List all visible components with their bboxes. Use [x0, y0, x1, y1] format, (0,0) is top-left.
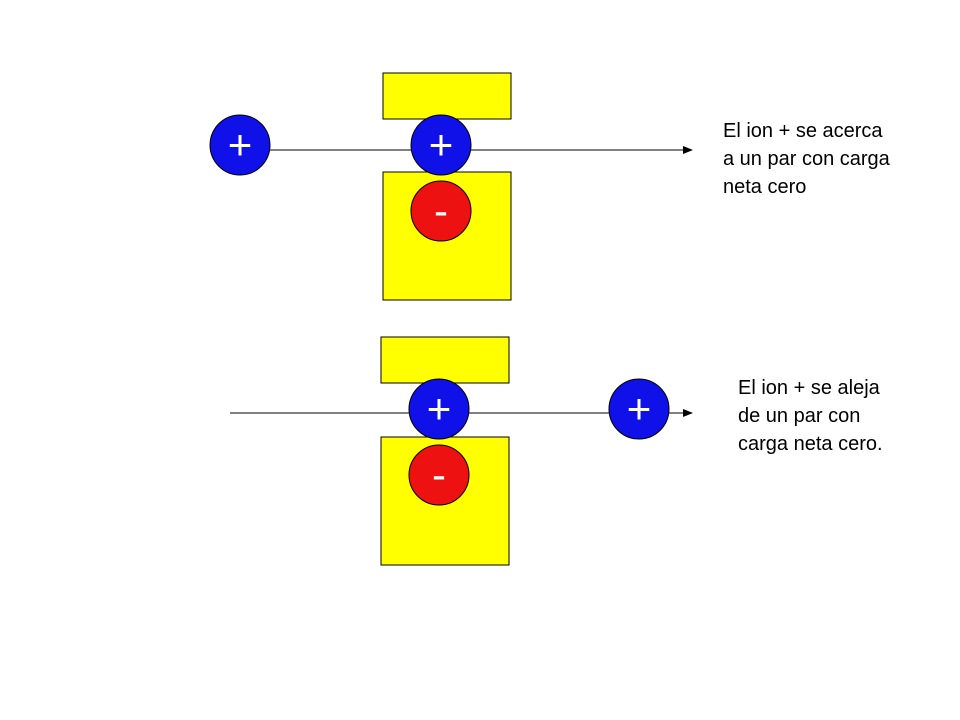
panel-recede: + + -: [230, 336, 693, 566]
positive-symbol: +: [627, 385, 652, 432]
negative-symbol: -: [432, 451, 446, 498]
positive-symbol: +: [427, 385, 452, 432]
caption-approach: El ion + se acerca a un par con carga ne…: [723, 120, 890, 198]
negative-symbol: -: [434, 187, 448, 234]
outgoing-positive-ion: +: [608, 378, 670, 440]
incoming-positive-ion: +: [209, 114, 271, 176]
upper-block: [380, 336, 510, 384]
caption-recede: El ion + se aleja de un par con carga ne…: [738, 377, 883, 455]
pair-positive-ion: +: [408, 378, 470, 440]
positive-symbol: +: [429, 121, 454, 168]
pair-positive-ion: +: [410, 114, 472, 176]
pair-negative-ion: -: [408, 444, 470, 506]
positive-symbol: +: [228, 121, 253, 168]
upper-block: [382, 72, 512, 120]
panel-approach: + + -: [209, 72, 693, 301]
pair-negative-ion: -: [410, 180, 472, 242]
